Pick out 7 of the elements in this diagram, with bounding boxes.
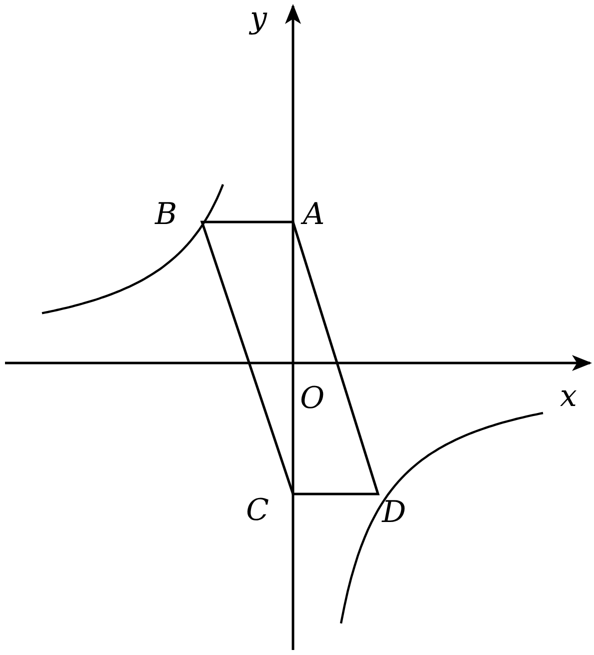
point-label: D <box>382 498 406 528</box>
point-label: C <box>246 496 269 526</box>
axis-label: x <box>560 382 577 412</box>
point-label: A <box>303 200 325 230</box>
axis-label: y <box>250 4 267 34</box>
point-label: B <box>155 200 178 230</box>
origin-label: O <box>300 384 325 414</box>
